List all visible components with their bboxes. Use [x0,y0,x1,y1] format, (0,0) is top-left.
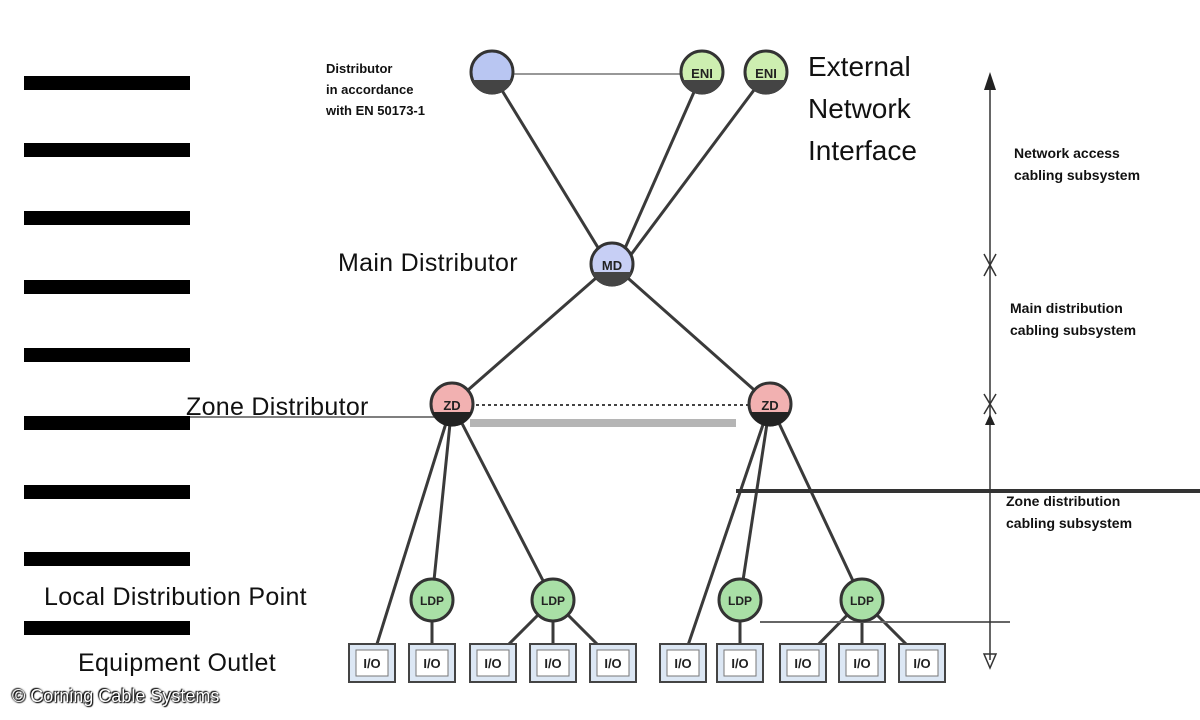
io-outlet: I/O [469,643,517,683]
node-eni: ENI [679,49,725,95]
link-md-zd1 [451,262,613,406]
subsystem-line: Main distribution [1010,300,1123,316]
left-bar [24,621,190,635]
io-label: I/O [544,656,561,671]
axis-arrow-top [984,72,996,90]
zone-distributor-label: Zone Distributor [186,393,369,421]
ldp-label: LDP [420,594,444,608]
distributor-note-line: with EN 50173-1 [326,103,425,118]
subsystem-line: cabling subsystem [1006,515,1133,531]
left-bar [24,348,190,362]
node-ldp: LDP [717,577,763,623]
network-access-subsystem-label: Network access cabling subsystem [1014,142,1140,186]
left-bar [24,552,190,566]
link-eni2-md [622,73,768,265]
io-label: I/O [674,656,691,671]
subsystem-line: cabling subsystem [1010,322,1137,338]
io-outlet: I/O [716,643,764,683]
distributor-note-line: Distributor [326,61,393,76]
io-outlet: I/O [838,643,886,683]
node-ldp: LDP [839,577,885,623]
axis-arrow-bottom [982,653,998,670]
io-outlet: I/O [779,643,827,683]
eni-label: ENI [691,66,713,81]
md-label: MD [602,258,622,273]
left-bar [24,143,190,157]
io-label: I/O [423,656,440,671]
equipment-outlets: I/O I/O I/O I/O I/O I/O I/O I/O I/O I/O [348,643,946,683]
link-eni-md [616,73,704,265]
node-ldp: LDP [530,577,576,623]
subsystem-line: Network access [1014,145,1120,161]
io-label: I/O [853,656,870,671]
io-outlet: I/O [408,643,456,683]
link-md-zd2 [611,262,771,406]
external-interface-line: Interface [808,135,917,166]
io-label: I/O [604,656,621,671]
link-zd2-ldp4 [768,403,864,601]
node-ext-distributor [469,49,515,95]
subsystem-line: cabling subsystem [1014,167,1141,183]
link-zd1-io1 [370,403,454,661]
ldp-label: LDP [541,594,565,608]
link-zd1-ldp1 [430,403,454,601]
link-zd1-ldp2 [450,403,555,601]
eni-label: ENI [755,66,777,81]
left-bar [24,76,190,90]
external-interface-line: External [808,51,911,82]
link-zd2-io6 [681,403,772,661]
external-interface-label: External Network Interface [808,46,917,172]
node-eni: ENI [743,49,789,95]
io-outlet: I/O [659,643,707,683]
io-label: I/O [913,656,930,671]
io-outlet: I/O [589,643,637,683]
left-bar [24,485,190,499]
io-label: I/O [484,656,501,671]
left-bar [24,280,190,294]
ldp-label: LDP [728,594,752,608]
zd-label: ZD [443,398,460,413]
ldp-label: LDP [850,594,874,608]
main-distribution-subsystem-label: Main distribution cabling subsystem [1010,297,1136,341]
equipment-outlet-label: Equipment Outlet [78,649,276,677]
subsystem-line: Zone distribution [1006,493,1121,509]
distributor-note: Distributor in accordance with EN 50173-… [326,58,425,121]
copyright-notice: © Corning Cable Systems [12,686,220,706]
zone-gray-bar [470,419,736,427]
left-bar [24,416,190,430]
axis-ticks [983,253,997,415]
io-label: I/O [794,656,811,671]
io-label: I/O [731,656,748,671]
link-ed-md [490,73,610,265]
left-bar [24,211,190,225]
node-ldp: LDP [409,577,455,623]
link-zd2-ldp3 [738,403,772,601]
io-outlet: I/O [898,643,946,683]
local-distribution-point-label: Local Distribution Point [44,583,307,611]
main-distributor-label: Main Distributor [338,249,518,277]
io-outlet: I/O [348,643,396,683]
zd-label: ZD [761,398,778,413]
node-md: MD [589,241,635,287]
zone-distribution-subsystem-label: Zone distribution cabling subsystem [1006,490,1132,534]
io-outlet: I/O [529,643,577,683]
node-zd: ZD [429,381,475,427]
io-label: I/O [363,656,380,671]
external-interface-line: Network [808,93,911,124]
node-zd: ZD [747,381,793,427]
distributor-note-line: in accordance [326,82,414,97]
